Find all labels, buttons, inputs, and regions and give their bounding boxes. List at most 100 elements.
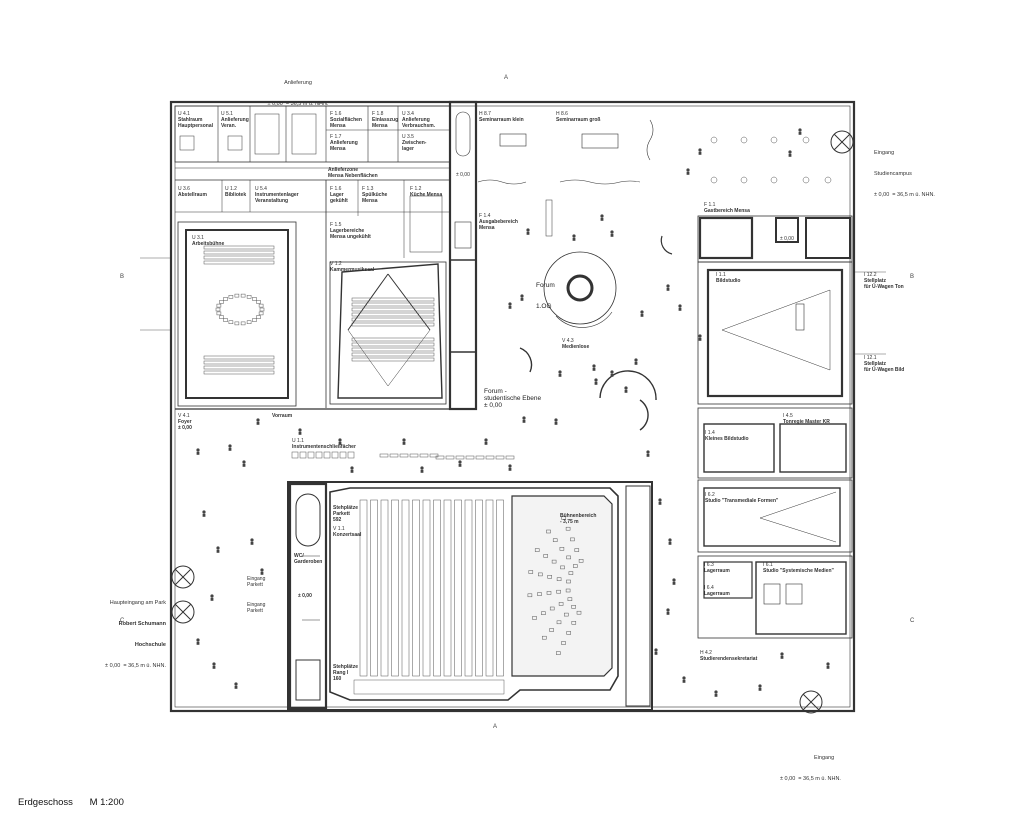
person-figure <box>610 230 614 234</box>
room-name: ± 0,00 <box>298 593 312 599</box>
person-figure <box>658 498 662 502</box>
south-entrance-annotation: Eingang ± 0,00 = 36,5 m ü. NHN. <box>780 741 841 790</box>
seat-row <box>203 245 275 250</box>
bench <box>505 455 515 460</box>
person-figure <box>558 370 562 374</box>
seat-column <box>401 499 410 677</box>
plan-title: Erdgeschoss M 1:200 <box>18 797 138 808</box>
room-name: Anlieferung Veran. <box>221 117 249 129</box>
person-figure <box>592 367 596 371</box>
person-figure <box>640 313 644 317</box>
seat-row <box>351 302 435 307</box>
orchestra-seat <box>558 602 564 606</box>
room-name: Kammermusiksaal <box>330 267 375 273</box>
person-figure <box>672 578 676 582</box>
plan-scale: M 1:200 <box>89 797 124 808</box>
seat-column <box>454 499 462 677</box>
person-figure <box>212 662 216 666</box>
person-figure <box>242 460 246 464</box>
room-name: Bildstudio <box>716 278 741 284</box>
room-name: Lagerraum <box>704 591 730 597</box>
orchestra-seat <box>541 611 546 615</box>
campus-label: Studiencampus <box>874 171 912 177</box>
orchestra-seat <box>565 526 571 531</box>
room-name: Stellplatz für Ü-Wagen Ton <box>864 278 904 290</box>
room-number: I 1.1 <box>716 272 726 278</box>
seat-row <box>203 250 275 255</box>
orchestra-seat <box>549 628 554 632</box>
room-number: F 1.7 <box>330 134 342 140</box>
music-stand <box>215 307 221 312</box>
orchestra-seat <box>571 621 577 625</box>
music-stand <box>223 318 228 322</box>
room-number: H 8.6 <box>556 111 568 117</box>
room-number: F 1.2 <box>410 186 422 192</box>
room-number: F 1.8 <box>372 111 384 117</box>
person-figure <box>234 682 238 686</box>
orchestra-seat <box>561 516 566 520</box>
orchestra-seat <box>568 571 574 575</box>
room-name: Sozialflächen Mensa <box>330 117 362 129</box>
room-name: Zwischen- lager <box>402 140 427 152</box>
person-figure <box>758 687 762 691</box>
room-name: Ausgabebereich Mensa <box>479 219 518 231</box>
forum-student-level: Forum - studentische Ebene ± 0,00 <box>484 388 542 409</box>
seat-row <box>351 307 435 312</box>
person-figure <box>798 131 802 135</box>
person-figure <box>338 441 342 445</box>
person-figure <box>698 337 702 341</box>
bench <box>399 453 409 458</box>
person-figure <box>666 608 670 612</box>
person-figure <box>624 389 628 393</box>
room-name: Stehplätze Parkett 592 <box>333 505 359 523</box>
person-figure <box>666 611 670 615</box>
person-figure <box>646 453 650 457</box>
south-entrance-door <box>799 690 823 714</box>
person-figure <box>216 546 220 550</box>
seat-column <box>359 499 368 677</box>
music-stand <box>246 295 252 299</box>
person-figure <box>678 307 682 311</box>
person-figure <box>508 467 512 471</box>
room-name: Stellplatz für Ü-Wagen Bild <box>864 361 905 373</box>
seat-row <box>203 260 275 265</box>
seat-column <box>380 499 389 677</box>
school-name-line2: Hochschule <box>134 642 166 648</box>
room-name: Medienlose <box>562 344 590 350</box>
orchestra-seat <box>561 641 566 645</box>
campus-annotation: Eingang Studiencampus ± 0,00 = 36,5 m ü.… <box>874 136 935 206</box>
music-stand <box>228 320 234 324</box>
bench <box>409 453 419 458</box>
person-figure <box>402 438 406 442</box>
person-figure <box>484 438 488 442</box>
bench <box>475 455 485 460</box>
room-name: Anlieferung Verbrauchsm. <box>402 117 436 129</box>
eingang-parkett-1: Eingang Parkett <box>247 576 266 588</box>
person-figure <box>554 418 558 422</box>
person-figure <box>522 419 526 423</box>
concert-hall <box>287 481 653 711</box>
person-figure <box>420 466 424 470</box>
room-name: Studio "Transmediale Formen" <box>705 498 779 504</box>
person-figure <box>256 421 260 425</box>
music-stand <box>256 300 261 304</box>
orchestra-seat <box>567 597 573 601</box>
orchestra-seat <box>534 548 540 552</box>
forum-level: 1.OG <box>536 303 552 310</box>
person-figure <box>714 690 718 694</box>
person-figure <box>698 148 702 152</box>
room-name: WC/ Garderoben <box>294 553 323 565</box>
person-figure <box>594 378 598 382</box>
room-number: I 6.2 <box>705 492 715 498</box>
person-figure <box>228 444 232 448</box>
seat-row <box>351 317 435 322</box>
orchestra-seat <box>547 575 552 579</box>
room-name: Tonregie Master KR <box>783 419 830 425</box>
